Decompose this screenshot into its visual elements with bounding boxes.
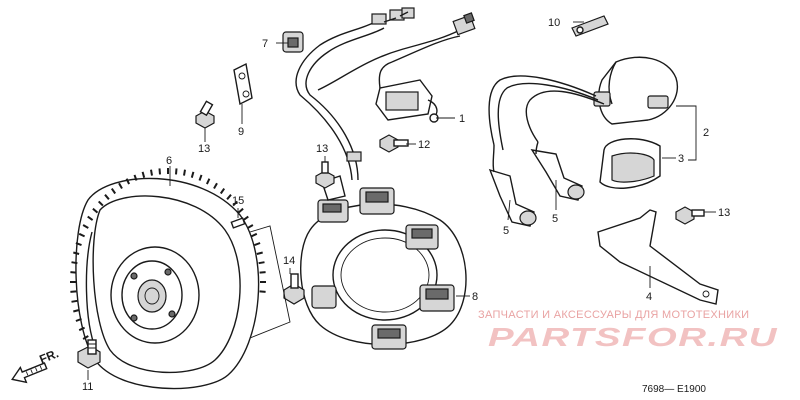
gear-tooth bbox=[198, 174, 203, 181]
callout-13-left: 13 bbox=[198, 143, 210, 155]
gear-tooth bbox=[250, 232, 258, 238]
gear-tooth bbox=[183, 169, 186, 176]
callout-9: 9 bbox=[238, 126, 244, 138]
coil-clamp bbox=[571, 15, 609, 37]
diagram-code: 7698— E1900 bbox=[642, 384, 706, 395]
callout-7: 7 bbox=[262, 38, 268, 50]
gear-tooth bbox=[97, 200, 104, 207]
ignition-coil bbox=[488, 56, 679, 151]
gear-tooth bbox=[82, 335, 89, 340]
plate-bolt bbox=[195, 100, 215, 129]
gear-tooth bbox=[213, 182, 218, 189]
stator-top-bolt bbox=[315, 161, 335, 189]
gear-tooth bbox=[219, 188, 226, 195]
callout-1: 1 bbox=[459, 113, 465, 125]
gear-tooth bbox=[259, 271, 266, 274]
callout-5-left: 5 bbox=[503, 225, 509, 237]
gear-tooth bbox=[73, 251, 80, 255]
spark-plug-cap-right bbox=[530, 141, 585, 201]
watermark-brand: PARTSFOR.RU bbox=[488, 322, 778, 352]
callout-8: 8 bbox=[472, 291, 478, 303]
gear-tooth bbox=[259, 290, 266, 293]
callout-15: 15 bbox=[232, 195, 244, 207]
front-direction-indicator: FR. bbox=[11, 346, 61, 384]
gear-tooth bbox=[78, 326, 86, 332]
callout-3: 3 bbox=[678, 153, 684, 165]
gear-tooth bbox=[226, 194, 232, 200]
gear-tooth bbox=[87, 215, 94, 221]
gear-tooth bbox=[205, 178, 211, 185]
flywheel-bolt bbox=[77, 339, 101, 369]
gear-tooth bbox=[110, 188, 117, 195]
callout-14: 14 bbox=[283, 255, 295, 267]
gear-tooth bbox=[190, 171, 195, 178]
stator bbox=[300, 175, 467, 350]
gear-tooth bbox=[82, 224, 89, 229]
gear-tooth bbox=[247, 224, 254, 229]
coil-bracket bbox=[599, 138, 661, 189]
gear-tooth bbox=[75, 242, 82, 247]
gear-tooth bbox=[237, 207, 244, 214]
callout-10: 10 bbox=[548, 17, 560, 29]
watermark-tagline: ЗАПЧАСТИ И АКСЕССУАРЫ ДЛЯ МОТОТЕХНИКИ bbox=[478, 309, 749, 321]
front-arrow-icon bbox=[11, 362, 48, 384]
gear-tooth bbox=[175, 168, 178, 175]
mounting-plate bbox=[233, 62, 253, 106]
gear-tooth bbox=[256, 251, 263, 255]
gear-tooth bbox=[118, 182, 123, 189]
gear-tooth bbox=[158, 168, 161, 175]
watermark: ЗАПЧАСТИ И АКСЕССУАРЫ ДЛЯ МОТОТЕХНИКИ PA… bbox=[478, 309, 778, 352]
callout-labels: 1 2 3 4 5 5 6 7 8 9 10 11 12 13 13 13 14… bbox=[82, 17, 730, 393]
gear-tooth bbox=[258, 261, 265, 265]
callout-2: 2 bbox=[703, 127, 709, 139]
callout-11: 11 bbox=[82, 381, 93, 393]
bracket-bolt bbox=[675, 206, 705, 225]
gear-tooth bbox=[78, 232, 86, 238]
callout-5-right: 5 bbox=[552, 213, 558, 225]
gear-tooth bbox=[150, 169, 153, 176]
gear-tooth bbox=[104, 194, 110, 200]
flywheel-ring-gear bbox=[70, 168, 266, 340]
spark-plug-cap-left bbox=[488, 144, 537, 227]
wire-clip bbox=[282, 31, 304, 53]
regulator bbox=[375, 35, 461, 123]
gear-tooth bbox=[71, 299, 78, 303]
gear-tooth bbox=[70, 271, 77, 274]
callout-12: 12 bbox=[418, 139, 430, 151]
callout-13-center: 13 bbox=[316, 143, 328, 155]
gear-tooth bbox=[141, 171, 146, 178]
gear-tooth bbox=[70, 290, 77, 293]
stator-wire-harness bbox=[295, 7, 476, 181]
gear-tooth bbox=[133, 174, 138, 181]
gear-tooth bbox=[92, 207, 99, 214]
stator-bolt bbox=[283, 273, 305, 305]
gear-tooth bbox=[242, 215, 249, 221]
coil-mount-bracket bbox=[597, 209, 719, 305]
flywheel bbox=[70, 168, 266, 390]
leader-lines bbox=[87, 21, 716, 380]
gear-tooth bbox=[71, 261, 78, 265]
callout-13-right: 13 bbox=[718, 207, 730, 219]
callout-4: 4 bbox=[646, 291, 652, 303]
gear-tooth bbox=[232, 200, 239, 207]
dowel-pin bbox=[230, 217, 246, 229]
gear-tooth bbox=[125, 178, 131, 185]
front-direction-label: FR. bbox=[37, 346, 60, 366]
callout-6: 6 bbox=[166, 155, 172, 167]
gear-tooth bbox=[73, 309, 80, 313]
gear-tooth bbox=[254, 242, 261, 247]
gear-tooth bbox=[75, 317, 82, 322]
regulator-bolt bbox=[379, 134, 409, 153]
